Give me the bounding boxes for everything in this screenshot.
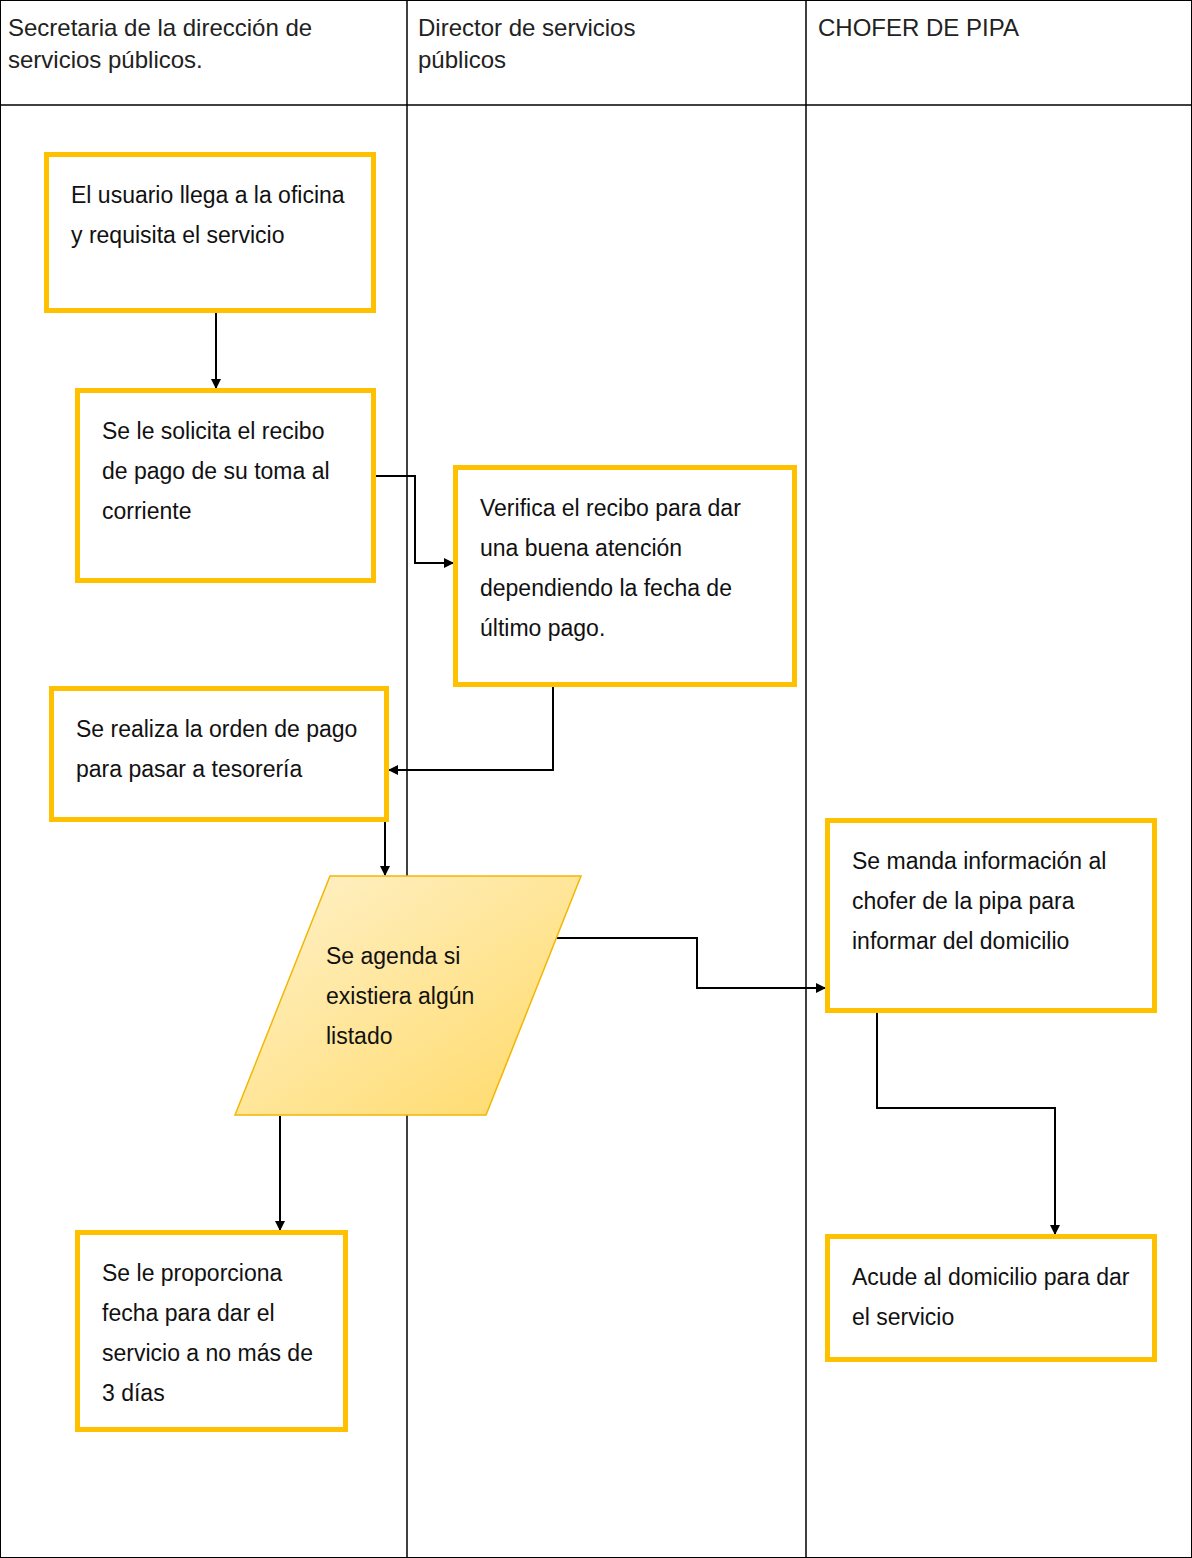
lane-divider — [805, 0, 807, 1558]
process-box: Se manda información al chofer de la pip… — [825, 818, 1157, 1013]
header-rule — [0, 104, 1192, 106]
lane-header: CHOFER DE PIPA — [818, 12, 1178, 44]
flow-arrow — [279, 1116, 281, 1230]
lane-header: Director de servicios públicos — [418, 12, 718, 76]
data-parallelogram: Se agenda si existiera algún listado — [234, 875, 582, 1116]
node-text: Acude al domicilio para dar el servicio — [852, 1257, 1132, 1337]
process-box: Se le proporciona fecha para dar el serv… — [75, 1230, 348, 1432]
node-text: Se agenda si existiera algún listado — [234, 936, 582, 1056]
process-box: Verifica el recibo para dar una buena at… — [453, 465, 797, 687]
flow-arrow — [389, 687, 553, 770]
node-text: El usuario llega a la oficina y requisit… — [71, 175, 351, 255]
process-box: Acude al domicilio para dar el servicio — [825, 1234, 1157, 1362]
process-box: Se le solicita el recibo de pago de su t… — [75, 388, 376, 583]
flow-arrow — [376, 476, 453, 563]
process-box: Se realiza la orden de pago para pasar a… — [49, 686, 389, 822]
parallelogram-outline — [235, 876, 581, 1115]
node-text: Se manda información al chofer de la pip… — [852, 841, 1132, 961]
node-text: Verifica el recibo para dar una buena at… — [480, 488, 772, 648]
lane-divider — [406, 0, 408, 1558]
lane-header: Secretaria de la dirección de servicios … — [8, 12, 400, 76]
flow-arrow — [215, 313, 217, 388]
node-text: Se le proporciona fecha para dar el serv… — [102, 1253, 323, 1413]
node-text: Se realiza la orden de pago para pasar a… — [76, 709, 364, 789]
flow-arrow — [384, 822, 386, 875]
flow-arrow — [555, 938, 825, 988]
node-text: Se le solicita el recibo de pago de su t… — [102, 411, 351, 531]
process-box: El usuario llega a la oficina y requisit… — [44, 152, 376, 313]
flow-arrow — [877, 1013, 1055, 1234]
